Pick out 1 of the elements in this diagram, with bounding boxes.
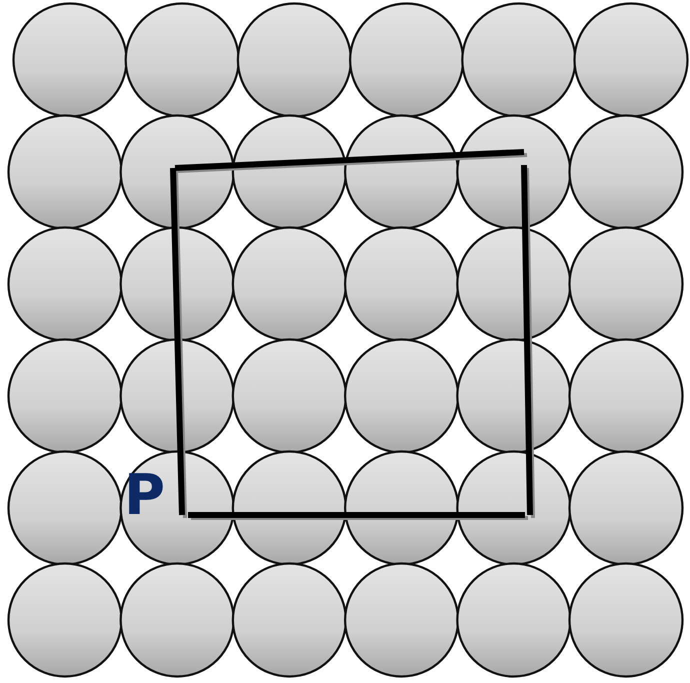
point-label: P bbox=[124, 468, 166, 524]
